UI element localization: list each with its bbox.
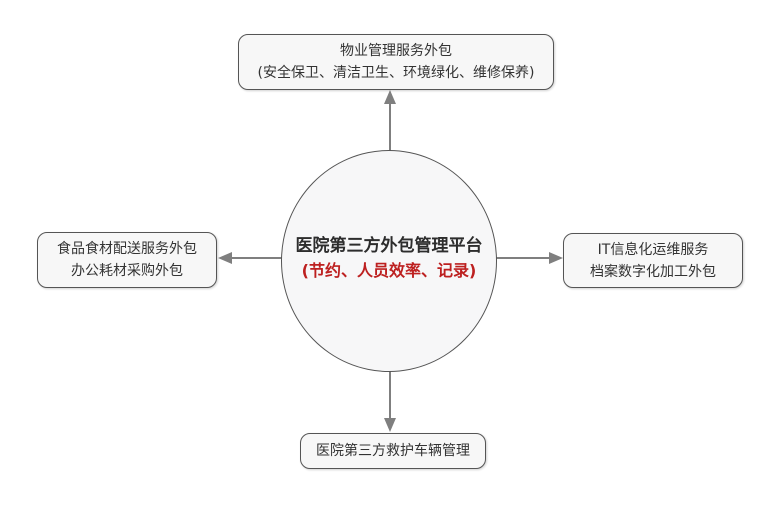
- node-label: 医院第三方救护车辆管理: [316, 443, 470, 459]
- connector-center-to-bottom: [384, 371, 396, 432]
- connector-center-to-right: [496, 252, 563, 264]
- connector-center-to-left: [218, 252, 283, 264]
- arrowhead-left-icon: [218, 252, 232, 264]
- node-label: 食品食材配送服务外包: [57, 241, 197, 257]
- top-node-property-management: 物业管理服务外包 (安全保卫、清洁卫生、环境绿化、维修保养): [238, 34, 554, 90]
- node-label: (安全保卫、清洁卫生、环境绿化、维修保养): [257, 65, 535, 81]
- platform-title: 医院第三方外包管理平台: [295, 235, 483, 256]
- node-label: IT信息化运维服务: [597, 241, 709, 258]
- node-label: 办公耗材采购外包: [71, 263, 183, 279]
- platform-subtitle: (节约、人员效率、记录): [301, 260, 477, 280]
- connector-center-to-top: [384, 90, 396, 151]
- node-label: 物业管理服务外包: [340, 43, 452, 59]
- arrowhead-down-icon: [384, 418, 396, 432]
- bottom-node-ambulance-management: 医院第三方救护车辆管理: [300, 433, 486, 469]
- center-node-platform-circle: 医院第三方外包管理平台 (节约、人员效率、记录): [281, 150, 497, 372]
- arrowhead-up-icon: [384, 90, 396, 104]
- arrowhead-right-icon: [549, 252, 563, 264]
- node-label: 档案数字化加工外包: [590, 263, 716, 280]
- left-node-food-supplies: 食品食材配送服务外包 办公耗材采购外包: [37, 232, 217, 288]
- right-node-it-services: IT信息化运维服务 档案数字化加工外包: [563, 233, 743, 288]
